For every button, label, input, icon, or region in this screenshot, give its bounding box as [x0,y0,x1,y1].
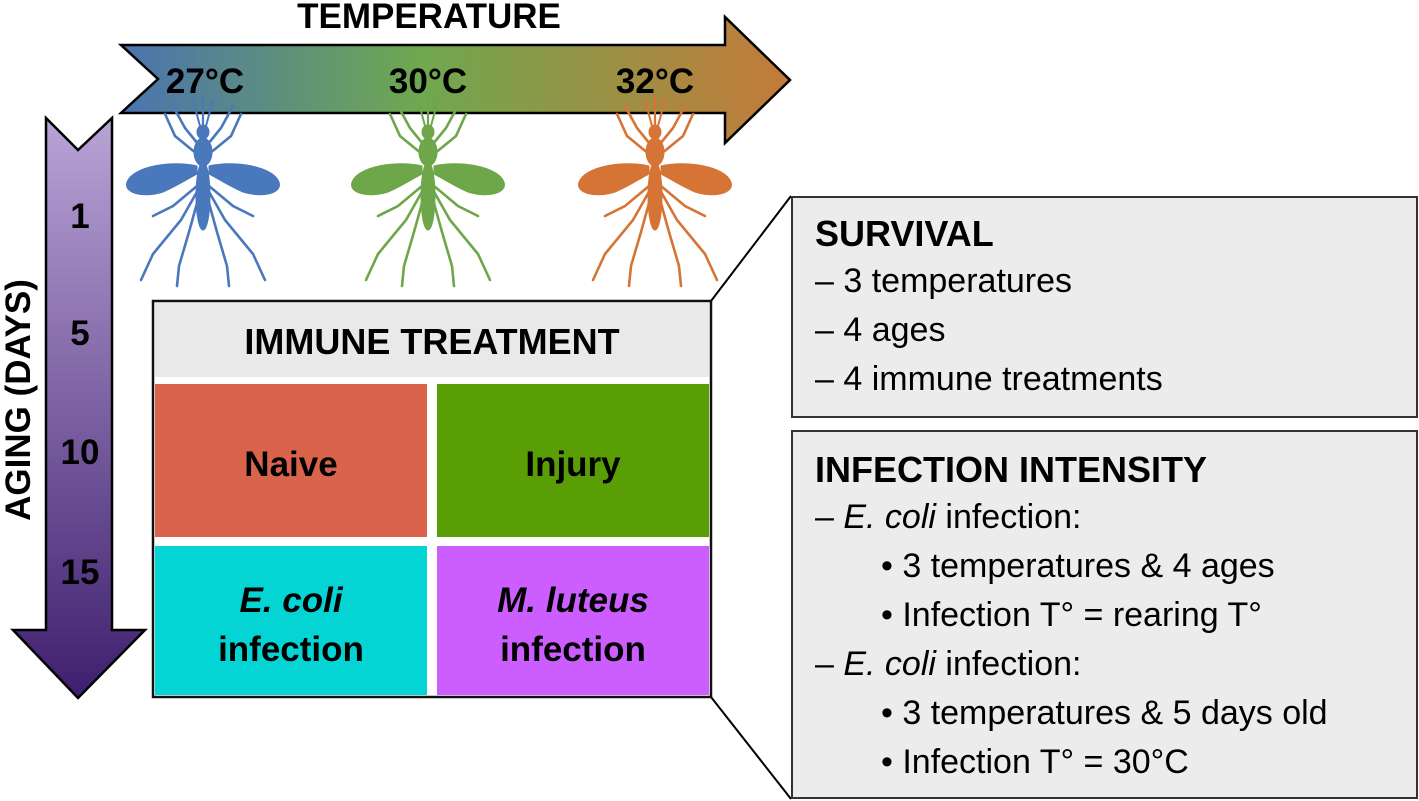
zoom-line-bottom [710,696,792,800]
infection-group2-title: – E. coli infection: [815,640,1416,689]
treatment-mluteus-species: M. luteus [497,581,649,620]
temperature-32c: 32°C [616,62,694,101]
treatment-ecoli-infection: infection [218,630,364,669]
treatment-cell-ecoli [155,546,427,695]
temperature-27c: 27°C [166,62,244,101]
mosquito-icon-30c [350,94,506,288]
survival-box: SURVIVAL – 3 temperatures – 4 ages – 4 i… [791,196,1418,418]
aging-day-10: 10 [61,433,100,472]
infection-intensity-heading: INFECTION INTENSITY [815,449,1208,490]
infection-word: infection: [935,645,1082,683]
infection-group2-bullet-2: • Infection T° = 30°C [881,743,1189,781]
temperature-30c: 30°C [389,62,467,101]
survival-item-immune-treatments: – 4 immune treatments [815,360,1163,398]
dash: – [815,498,844,536]
mosquito-icon-32c [577,94,733,288]
treatment-ecoli-species: E. coli [239,581,343,620]
treatment-cell-injury [437,384,709,537]
aging-day-5: 5 [70,314,89,353]
aging-day-15: 15 [61,553,100,592]
aging-label: AGING (DAYS) [0,279,38,521]
infection-group1-bullet-1: • 3 temperatures & 4 ages [881,547,1275,585]
infection-group2-bullet-1: • 3 temperatures & 5 days old [881,694,1328,732]
temperature-arrow [117,14,792,146]
temperature-label: TEMPERATURE [297,0,561,36]
infection-group1-title: – E. coli infection: [815,493,1416,542]
survival-item-ages: – 4 ages [815,311,946,349]
immune-treatment-box: IMMUNE TREATMENT Naive Injury E. coli in… [151,299,713,699]
infection-group1-bullet-2: • Infection T° = rearing T° [881,596,1262,634]
species-name: E. coli [843,498,936,536]
infection-intensity-box: INFECTION INTENSITY – E. coli infection:… [791,430,1418,799]
infection-word: infection: [935,498,1082,536]
immune-treatment-title: IMMUNE TREATMENT [244,321,619,362]
aging-arrow [10,114,148,700]
treatment-naive-label: Naive [244,445,337,484]
species-name: E. coli [843,645,936,683]
zoom-line-top [710,195,792,302]
treatment-cell-naive [155,384,427,537]
survival-item-temperatures: – 3 temperatures [815,262,1073,300]
treatment-cell-mluteus [437,546,709,695]
treatment-injury-label: Injury [525,445,621,484]
aging-day-1: 1 [70,197,89,236]
treatment-mluteus-infection: infection [500,630,646,669]
dash: – [815,645,844,683]
mosquito-icon-27c [125,94,281,288]
survival-heading: SURVIVAL [815,213,994,254]
